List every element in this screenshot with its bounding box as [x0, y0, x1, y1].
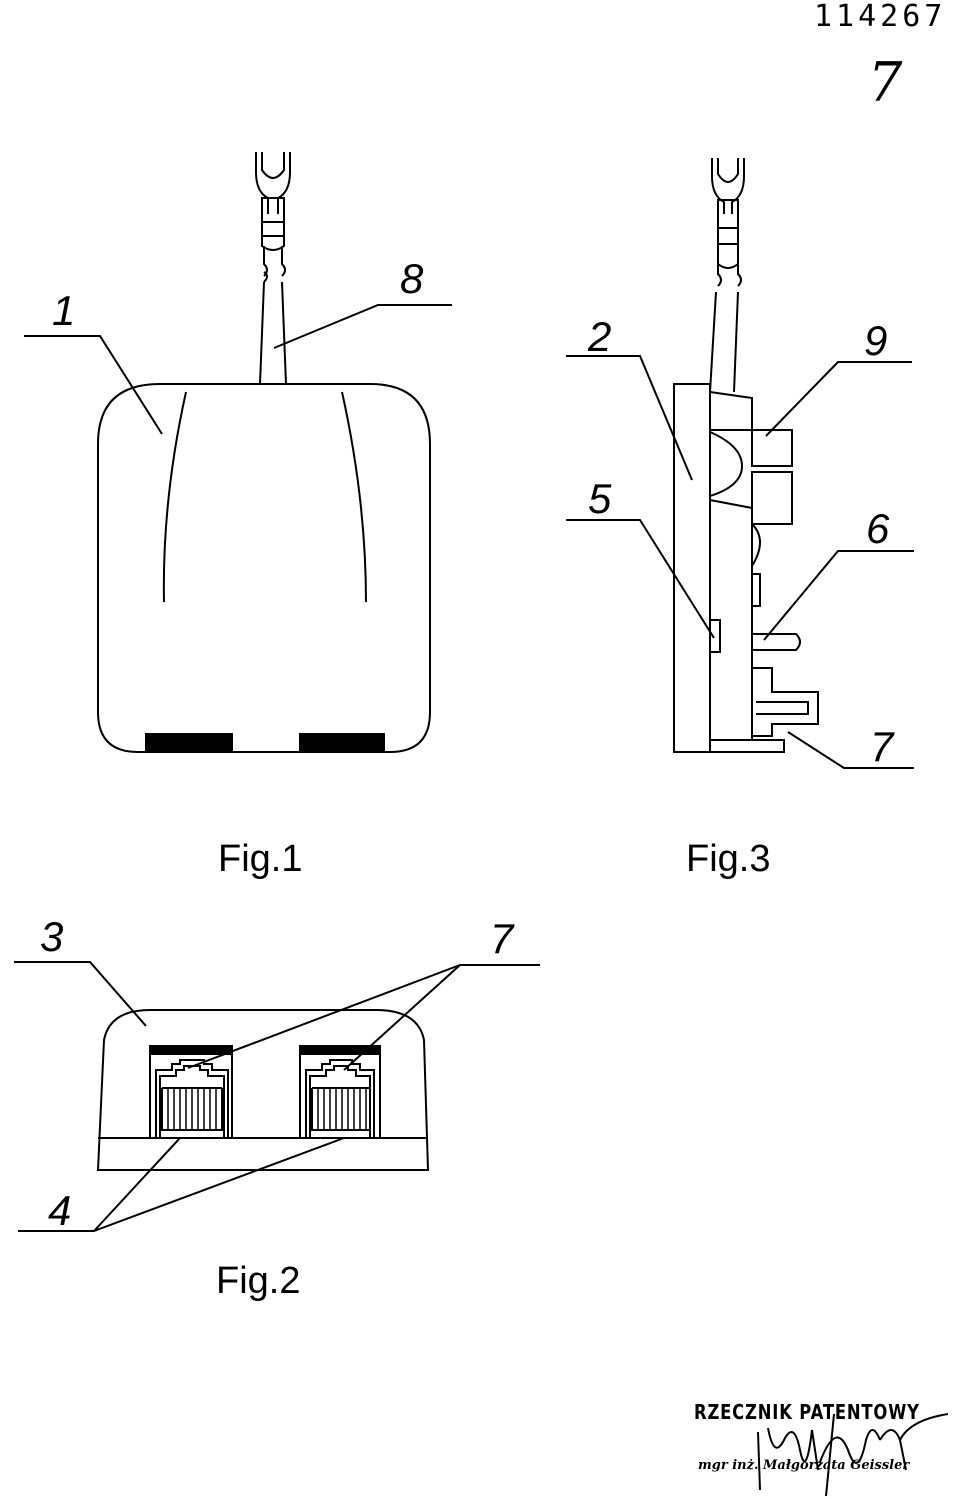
fig2-leader-4 [18, 1137, 345, 1232]
fig1-housing [97, 383, 431, 753]
fig1-device [97, 152, 431, 753]
sheet-mark: 7 [868, 51, 903, 114]
fig3-label-9: 9 [864, 317, 888, 364]
fig2-device [96, 1009, 430, 1171]
fig3-back-body [709, 390, 753, 431]
stamp-line-1: RZECZNIK PATENTOWY [694, 1400, 920, 1424]
fig3-pin [752, 633, 801, 651]
fig1-leader-8 [273, 304, 452, 349]
fig3-leader-2 [566, 355, 693, 481]
fig2-caption: Fig.2 [216, 1260, 301, 1302]
fig3-crimp-sleeve [717, 199, 739, 269]
fig2-socket-right [299, 1045, 381, 1139]
fig3-leader-7 [787, 731, 914, 769]
fig3-label-7: 7 [870, 723, 894, 770]
fig1-label-8: 8 [400, 255, 424, 302]
fig1-label-1: 1 [52, 287, 76, 334]
fig2-label-7: 7 [490, 915, 514, 962]
fig2-leader-3 [14, 961, 147, 1027]
fig2-socket-left [149, 1045, 233, 1139]
fig1-socket-right [299, 733, 385, 753]
fig3-label-2: 2 [588, 313, 612, 360]
fig3-element-5 [709, 619, 721, 653]
fig1-cable [259, 246, 287, 385]
fig2-label-3: 3 [40, 913, 64, 960]
stamp-signature [757, 1413, 949, 1497]
fig3-device [673, 158, 819, 753]
document-number: 114267 [814, 0, 947, 34]
fig2-label-4: 4 [48, 1187, 72, 1234]
stamp-line-2: mgr inż. Małgorzata Geissler [698, 1458, 910, 1473]
fig3-cable [709, 264, 742, 393]
fig1-crimp-sleeve [261, 197, 285, 251]
fig3-leader-6 [763, 550, 914, 641]
fig1-socket-left [145, 733, 233, 753]
fig3-spade-terminal [711, 158, 745, 214]
fig3-leader-5 [566, 519, 715, 639]
fig3-label-5: 5 [588, 475, 612, 522]
fig3-latch [752, 667, 819, 737]
fig3-front-plate [673, 383, 711, 753]
fig2-housing [96, 1009, 430, 1171]
fig1-leader-1 [24, 335, 163, 435]
fig3-leader-9 [765, 361, 912, 437]
fig3-label-6: 6 [866, 505, 890, 552]
fig2-leader-7 [187, 964, 540, 1071]
fig3-caption: Fig.3 [686, 838, 771, 880]
fig1-caption: Fig.1 [218, 838, 303, 880]
